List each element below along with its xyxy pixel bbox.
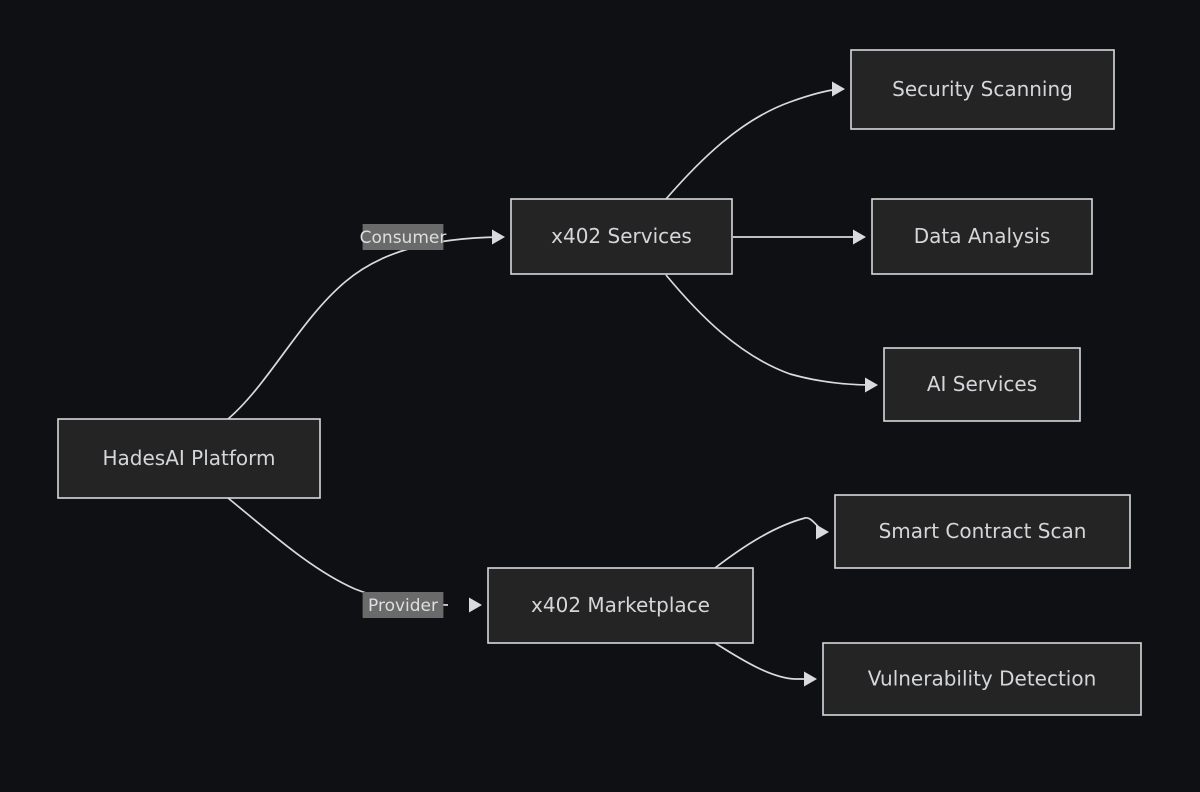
node-dataanalysis[interactable]: Data Analysis (871, 198, 1093, 275)
node-marketplace[interactable]: x402 Marketplace (487, 567, 754, 644)
node-security[interactable]: Security Scanning (850, 49, 1115, 130)
edge-label-background (362, 224, 444, 250)
arrowhead-icon (816, 524, 829, 540)
node-vulnerability[interactable]: Vulnerability Detection (822, 642, 1142, 716)
edge-label-text: Consumer (360, 228, 447, 248)
edge-services-to-aiservices (665, 274, 878, 393)
nodes-layer: HadesAI Platform x402 Services x402 Market… (57, 49, 1142, 716)
node-aiservices[interactable]: AI Services (883, 347, 1081, 422)
edges-layer (227, 81, 878, 687)
node-box[interactable] (487, 567, 754, 644)
edge-line (227, 497, 449, 606)
node-box[interactable] (57, 418, 321, 499)
node-label: AI Services (927, 372, 1037, 396)
arrowhead-icon (832, 81, 845, 97)
edge-marketplace-to-smartcontract (714, 517, 829, 569)
node-label: x402 Marketplace (531, 593, 710, 617)
node-box[interactable] (834, 494, 1131, 569)
node-label: Data Analysis (914, 224, 1051, 248)
node-label: Security Scanning (892, 77, 1073, 101)
edge-marketplace-to-vulnerability (714, 642, 817, 687)
node-smartcontract[interactable]: Smart Contract Scan (834, 494, 1131, 569)
arrowhead-icon (853, 229, 866, 245)
edge-services-to-security (665, 81, 845, 200)
edge-label-consumer: Consumer (360, 224, 447, 250)
edge-line (227, 236, 501, 420)
edge-services-to-dataanalysis (733, 229, 866, 245)
edge-label-background (362, 592, 444, 618)
edge-line (665, 88, 841, 200)
node-hadesai[interactable]: HadesAI Platform (57, 418, 321, 499)
node-label: x402 Services (551, 224, 692, 248)
edge-hadesai-to-marketplace (227, 497, 482, 613)
arrowhead-icon (865, 377, 878, 393)
arrowhead-icon (804, 671, 817, 687)
node-box[interactable] (850, 49, 1115, 130)
node-label: Smart Contract Scan (879, 519, 1087, 543)
edge-line (665, 274, 873, 386)
node-box[interactable] (822, 642, 1142, 716)
edge-line (714, 517, 827, 569)
node-label: Vulnerability Detection (868, 667, 1097, 691)
node-services[interactable]: x402 Services (510, 198, 733, 275)
arrowhead-icon (469, 597, 482, 613)
node-label: HadesAI Platform (103, 446, 276, 470)
node-box[interactable] (510, 198, 733, 275)
node-box[interactable] (883, 347, 1081, 422)
edge-label-provider: Provider (362, 592, 444, 618)
edge-line (714, 642, 814, 680)
edge-hadesai-to-services (227, 229, 505, 420)
edge-label-text: Provider (368, 596, 438, 616)
node-box[interactable] (871, 198, 1093, 275)
arrowhead-icon (492, 229, 505, 245)
